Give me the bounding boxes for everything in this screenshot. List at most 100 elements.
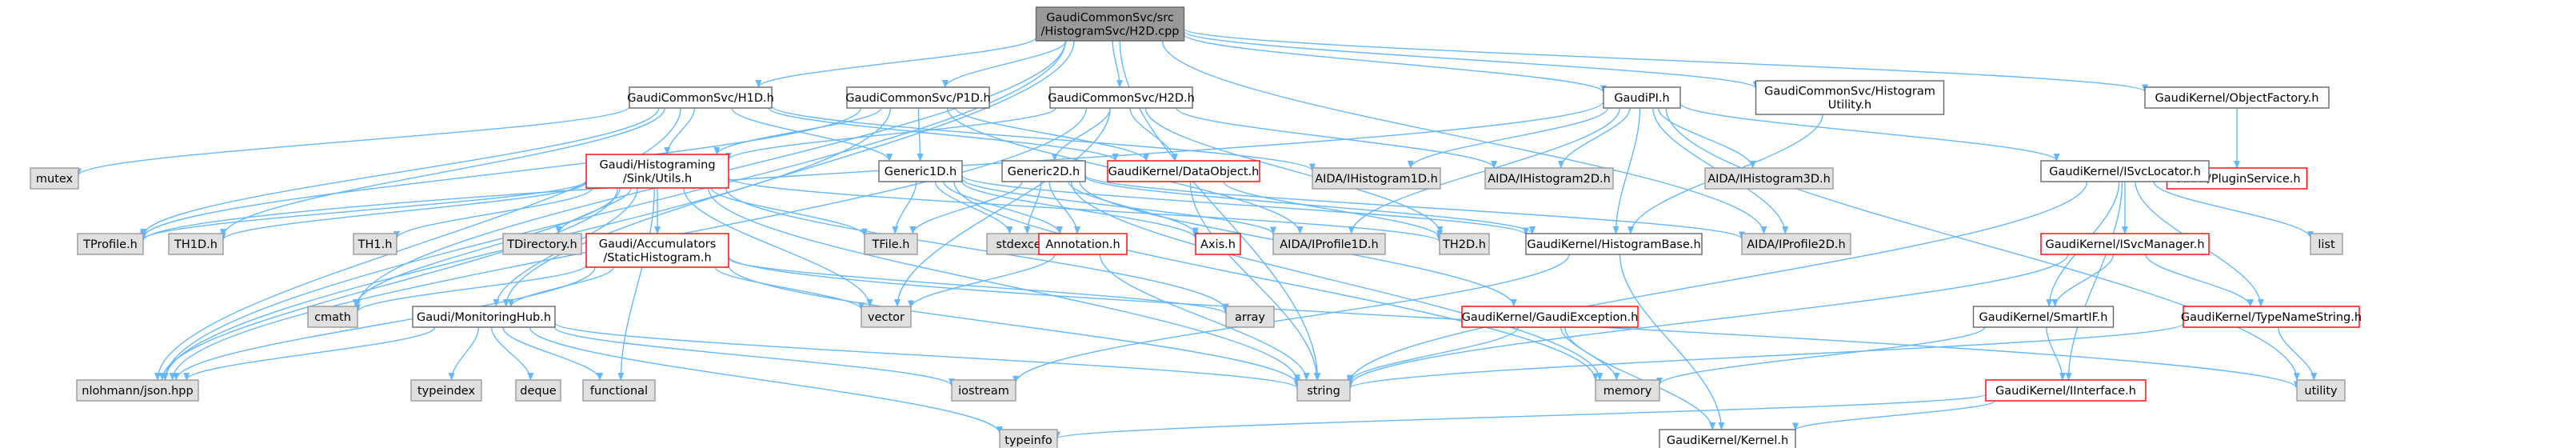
- node-array[interactable]: array: [1225, 306, 1275, 328]
- node-monhub-label-0: Gaudi/MonitoringHub.h: [417, 311, 551, 324]
- node-smartif[interactable]: GaudiKernel/SmartIF.h: [1972, 306, 2115, 328]
- node-h2d[interactable]: GaudiCommonSvc/H2D.h: [1048, 86, 1195, 109]
- edge-sinkutils-to-tprofile: [140, 180, 587, 241]
- edge-generic2d-to-memory: [1070, 181, 1604, 381]
- node-string[interactable]: string: [1296, 379, 1351, 402]
- node-tprofile[interactable]: TProfile.h: [77, 233, 144, 255]
- node-deque[interactable]: deque: [515, 379, 561, 402]
- node-th1[interactable]: TH1.h: [353, 233, 397, 255]
- node-objfactory[interactable]: GaudiKernel/ObjectFactory.h: [2144, 86, 2330, 109]
- edge-h1d-to-tprofile: [140, 107, 660, 237]
- node-gaudipi-label-0: GaudiPI.h: [1614, 92, 1669, 105]
- node-cmath[interactable]: cmath: [307, 306, 358, 328]
- edge-monhub-to-iostream: [553, 326, 955, 387]
- node-utility[interactable]: utility: [2296, 379, 2346, 402]
- node-typeindex-box: [410, 379, 482, 402]
- node-functional-label-0: functional: [590, 385, 648, 398]
- node-kernel-box: [1659, 429, 1796, 448]
- node-memory[interactable]: memory: [1595, 379, 1660, 402]
- node-smartif-label-0: GaudiKernel/SmartIF.h: [1979, 311, 2108, 324]
- edge-isvcloc-to-iinterface: [2065, 181, 2123, 381]
- node-generic1d[interactable]: Generic1D.h: [878, 160, 963, 182]
- edge-h2d-to-aidah2d: [1176, 107, 1498, 169]
- node-iostream-box: [951, 379, 1016, 402]
- node-staticHist[interactable]: Gaudi/Accumulators/StaticHistogram.h: [585, 233, 729, 268]
- node-generic2d-box: [1001, 160, 1086, 182]
- node-utility-box: [2296, 379, 2346, 402]
- edge-generic2d-to-histbase: [1084, 176, 1536, 234]
- edge-h2d-to-dataobject: [1129, 107, 1178, 162]
- edge-generic1d-to-aidap1d: [961, 178, 1276, 235]
- node-gaudiexc[interactable]: GaudiKernel/GaudiException.h: [1461, 306, 1639, 328]
- node-dataobject-label-0: GaudiKernel/DataObject.h: [1108, 166, 1260, 178]
- edge-sinkutils-to-th2d: [728, 177, 1443, 243]
- node-sinkutils[interactable]: Gaudi/Histograming/Sink/Utils.h: [585, 154, 729, 189]
- edge-histbase-to-kernel: [1619, 254, 1725, 430]
- node-isvcmgr[interactable]: GaudiKernel/ISvcManager.h: [2040, 233, 2210, 255]
- edge-generic2d-to-axis: [1068, 181, 1199, 236]
- node-tdirectory[interactable]: TDirectory.h: [502, 233, 582, 255]
- node-root-label-1: /HistogramSvc/H2D.cpp: [1040, 26, 1179, 38]
- edge-iinterface-to-typeinfo: [1054, 394, 1987, 440]
- node-sinkutils-label-1: /Sink/Utils.h: [623, 173, 692, 186]
- node-mutex[interactable]: mutex: [30, 167, 79, 190]
- node-generic2d[interactable]: Generic2D.h: [1001, 160, 1086, 182]
- node-typeinfo[interactable]: typeinfo: [999, 429, 1058, 448]
- edge-smartif-to-iinterface: [2046, 326, 2067, 381]
- node-typeindex[interactable]: typeindex: [410, 379, 482, 402]
- edge-gaudipi-to-tprofile: [140, 101, 1604, 242]
- node-iinterface[interactable]: GaudiKernel/IInterface.h: [1985, 379, 2147, 402]
- node-aidah3d[interactable]: AIDA/IHistogram3D.h: [1704, 167, 1834, 190]
- node-h1d[interactable]: GaudiCommonSvc/H1D.h: [627, 86, 774, 109]
- node-th2d-box: [1439, 233, 1490, 255]
- node-aidah1d-box: [1312, 167, 1441, 190]
- node-aidap1d[interactable]: AIDA/IProfile1D.h: [1272, 233, 1386, 255]
- node-aidap2d[interactable]: AIDA/IProfile2D.h: [1741, 233, 1851, 255]
- node-typenamestr[interactable]: GaudiKernel/TypeNameString.h: [2181, 306, 2362, 328]
- node-tfile-box: [864, 233, 918, 255]
- node-th2d-label-0: TH2D.h: [1442, 238, 1486, 251]
- node-annotation[interactable]: Annotation.h: [1038, 233, 1128, 255]
- edge-gaudipi-to-utility: [1665, 107, 2300, 382]
- node-monhub[interactable]: Gaudi/MonitoringHub.h: [412, 306, 556, 328]
- edge-root-to-json: [162, 40, 1066, 381]
- node-isvcloc[interactable]: GaudiKernel/ISvcLocator.h: [2040, 160, 2210, 182]
- node-th2d[interactable]: TH2D.h: [1439, 233, 1490, 255]
- node-functional-box: [582, 379, 656, 402]
- node-memory-box: [1595, 379, 1660, 402]
- node-gaudipi[interactable]: GaudiPI.h: [1603, 86, 1681, 109]
- node-axis-label-0: Axis.h: [1200, 238, 1236, 251]
- node-axis-box: [1195, 233, 1241, 255]
- node-aidah2d[interactable]: AIDA/IHistogram2D.h: [1484, 167, 1614, 190]
- edge-isvcmgr-to-typenamestr: [2145, 254, 2254, 307]
- node-iostream[interactable]: iostream: [951, 379, 1016, 402]
- edge-generic1d-to-annotation: [943, 181, 1063, 234]
- edge-generic1d-to-axis: [961, 181, 1199, 240]
- node-p1d-box: [846, 86, 990, 109]
- edge-sinkutils-to-json: [158, 187, 618, 381]
- node-th1d[interactable]: TH1D.h: [168, 233, 224, 255]
- node-aidah1d[interactable]: AIDA/IHistogram1D.h: [1312, 167, 1441, 190]
- node-typenamestr-label-0: GaudiKernel/TypeNameString.h: [2181, 311, 2362, 324]
- edge-gaudipi-to-histbase: [1612, 107, 1641, 234]
- node-cmath-label-0: cmath: [314, 311, 351, 324]
- node-functional[interactable]: functional: [582, 379, 656, 402]
- node-root[interactable]: GaudiCommonSvc/src/HistogramSvc/H2D.cpp: [1035, 6, 1185, 42]
- edge-h1d-to-json: [154, 107, 681, 381]
- edge-sinkutils-to-vector: [683, 187, 873, 307]
- node-tfile[interactable]: TFile.h: [864, 233, 918, 255]
- node-typenamestr-box: [2183, 306, 2360, 328]
- node-vector[interactable]: vector: [861, 306, 912, 328]
- node-isvcloc-label-0: GaudiKernel/ISvcLocator.h: [2049, 166, 2201, 178]
- node-histbase-box: [1525, 233, 1703, 255]
- node-json[interactable]: nlohmann/json.hpp: [76, 379, 199, 402]
- node-dataobject[interactable]: GaudiKernel/DataObject.h: [1107, 160, 1260, 182]
- node-list[interactable]: list: [2310, 233, 2343, 255]
- edge-root-to-p1d: [941, 40, 1067, 88]
- node-p1d[interactable]: GaudiCommonSvc/P1D.h: [845, 86, 991, 109]
- node-histbase[interactable]: GaudiKernel/HistogramBase.h: [1525, 233, 1703, 255]
- node-kernel[interactable]: GaudiKernel/Kernel.h: [1659, 429, 1796, 448]
- node-typeinfo-box: [999, 429, 1058, 448]
- node-axis[interactable]: Axis.h: [1195, 233, 1241, 255]
